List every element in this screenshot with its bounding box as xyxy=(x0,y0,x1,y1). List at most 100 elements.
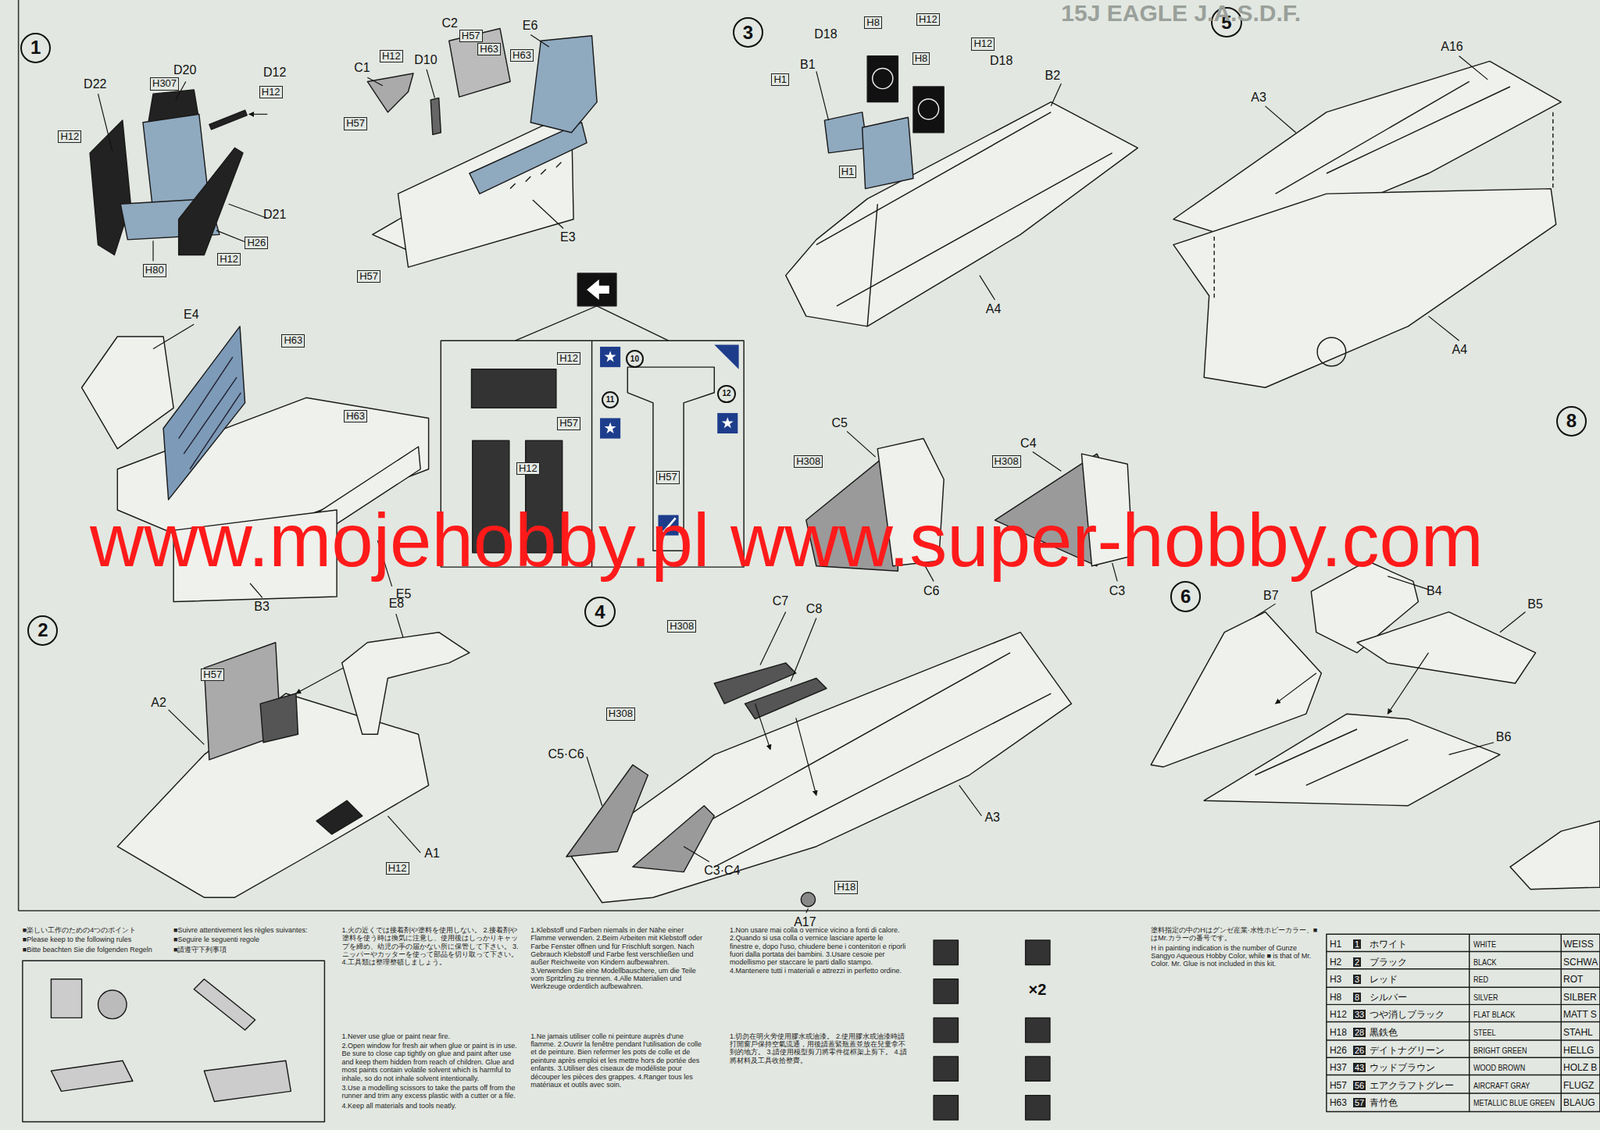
part-name: C4 xyxy=(1020,436,1036,451)
color-number: 8 xyxy=(1353,992,1361,1003)
color-number: 1 xyxy=(1353,939,1361,950)
paint-callout: H12 xyxy=(385,862,410,875)
number-text: 12 xyxy=(721,389,731,398)
table-cell: H26 xyxy=(1329,1046,1347,1057)
table-cell: H18 xyxy=(1329,1028,1347,1039)
color-number: 57 xyxy=(1353,1098,1366,1108)
paint-callout: H57 xyxy=(343,117,368,130)
paint-callout: H57 xyxy=(656,471,680,484)
table-cell: ホワイト xyxy=(1369,939,1408,950)
part-name: A4 xyxy=(985,302,1002,317)
part-name: E8 xyxy=(389,596,405,611)
part-name: A2 xyxy=(150,696,167,711)
table-cell: AIRCRAFT GRAY xyxy=(1473,1081,1530,1091)
frame-lines xyxy=(18,0,1600,911)
kit-title: 15J EAGLE J.A.S.D.F. xyxy=(1060,0,1301,26)
table-cell: SILBER xyxy=(1563,992,1597,1004)
table-cell: H2 xyxy=(1329,957,1342,968)
table-cell: BLACK xyxy=(1473,957,1497,968)
table-cell: HELLG xyxy=(1563,1046,1594,1057)
part-name: D21 xyxy=(263,207,286,222)
part-name: C2 xyxy=(442,16,458,31)
table-cell: エアクラフトグレー xyxy=(1369,1081,1454,1092)
note-text: 1.Never use glue or paint near fire. xyxy=(342,1032,522,1041)
table-cell: STAHL xyxy=(1563,1028,1593,1039)
symbol-text: ×2 xyxy=(1028,981,1047,999)
color-number: 3 xyxy=(1353,975,1361,985)
table-cell: METALLIC BLUE GREEN xyxy=(1473,1098,1555,1108)
part-name: D12 xyxy=(263,65,286,80)
table-cell: WHITE xyxy=(1473,939,1497,950)
paint-callout: H1 xyxy=(839,165,858,179)
paint-callout: H1 xyxy=(771,73,790,86)
part-name: A3 xyxy=(1250,90,1267,105)
part-name: C8 xyxy=(806,602,822,617)
part-name: C7 xyxy=(772,594,789,609)
note-text: 1.切勿在明火旁使用膠水或油漆。 2.使用膠水或油漆時請打開窗戶保持空氣流通，用… xyxy=(729,1032,909,1065)
number-text: 11 xyxy=(606,396,615,404)
paint-callout: H308 xyxy=(606,707,636,721)
paint-callout: H8 xyxy=(864,16,883,29)
table-cell: H3 xyxy=(1329,975,1342,986)
paint-callout: H63 xyxy=(510,49,534,62)
table-cell: FLAT BLACK xyxy=(1473,1010,1515,1020)
table-cell: H12 xyxy=(1329,1010,1347,1021)
paint-callout: H80 xyxy=(142,264,167,277)
number-text: 10 xyxy=(630,355,640,364)
paint-callout: H12 xyxy=(557,352,581,365)
table-cell: SCHWA xyxy=(1563,957,1598,968)
part-name: B5 xyxy=(1527,597,1543,612)
part-name: B1 xyxy=(800,57,816,72)
paint-callout: H307 xyxy=(150,77,179,90)
table-cell: STEEL xyxy=(1473,1028,1497,1038)
part-name: A4 xyxy=(1452,342,1468,358)
table-cell: MATT S xyxy=(1563,1010,1597,1021)
step-number: 8 xyxy=(1556,406,1587,437)
decal-number: 12 xyxy=(717,385,736,404)
note-text: 2.Open window for fresh air when glue or… xyxy=(342,1042,522,1083)
note-text: 1.Ne jamais utiliser colle ni peinture a… xyxy=(530,1032,710,1090)
paint-callout: H12 xyxy=(217,253,241,266)
note-text: ■Suivre attentivement les règles suivant… xyxy=(173,926,308,935)
number-text: 4 xyxy=(594,603,605,622)
paint-callout: H12 xyxy=(57,130,82,143)
part-name: C5 xyxy=(831,416,847,431)
paint-callout: H18 xyxy=(834,881,858,894)
part-name: A3 xyxy=(984,810,1000,825)
color-number: 56 xyxy=(1353,1081,1366,1091)
note-text: 1.火の近くでは接着剤や塗料を使用しない。 2.接着剤や塗料を使う時は換気に注意… xyxy=(342,926,522,968)
table-cell: 青竹色 xyxy=(1369,1098,1398,1109)
table-cell: レッド xyxy=(1369,975,1398,986)
part-name: C1 xyxy=(353,60,370,75)
step-number: 3 xyxy=(732,17,764,48)
color-number: 43 xyxy=(1353,1063,1366,1073)
part-name: B6 xyxy=(1496,730,1512,745)
paint-callout: H57 xyxy=(459,29,483,43)
leader-lines xyxy=(98,34,1526,913)
color-number: 26 xyxy=(1353,1046,1366,1056)
step-number: 6 xyxy=(1170,581,1201,612)
part-name: B3 xyxy=(253,600,270,615)
number-text: 3 xyxy=(742,23,754,43)
note-text: ■Seguire le seguenti regole xyxy=(173,935,260,944)
part-name: C3 xyxy=(1109,584,1125,599)
number-text: 8 xyxy=(1566,411,1577,431)
paint-callout: H57 xyxy=(557,417,581,430)
part-name: D18 xyxy=(989,53,1013,68)
color-number: 33 xyxy=(1353,1010,1366,1020)
table-cell: SILVER xyxy=(1473,992,1498,1003)
paint-callout: H12 xyxy=(971,37,995,50)
part-name: E3 xyxy=(560,230,576,245)
note-text: ■楽しい工作のための4つのポイント xyxy=(22,926,136,935)
table-cell: WOOD BROWN xyxy=(1473,1063,1525,1073)
part-name: A16 xyxy=(1440,39,1463,54)
color-number: 2 xyxy=(1353,957,1361,968)
part-name: C6 xyxy=(923,584,940,599)
table-cell: H63 xyxy=(1329,1098,1347,1109)
table-cell: シルバー xyxy=(1369,992,1408,1004)
part-name: D18 xyxy=(814,27,837,42)
table-cell: デイトナグリーン xyxy=(1369,1046,1445,1057)
paint-callout: H308 xyxy=(667,620,697,633)
part-name: B2 xyxy=(1044,68,1061,83)
table-cell: つや消しブラック xyxy=(1369,1010,1445,1021)
